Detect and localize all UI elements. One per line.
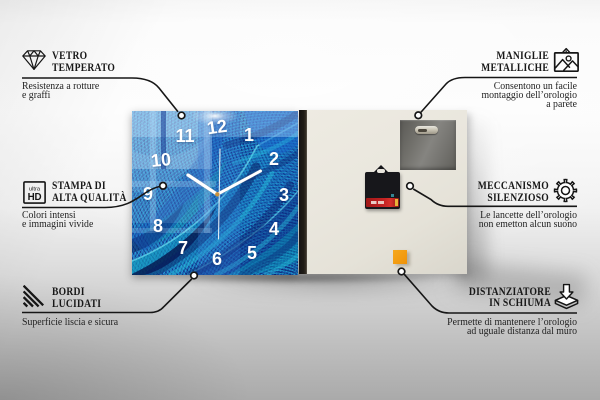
svg-text:HD: HD [28,192,42,203]
svg-text:ultra: ultra [29,186,41,192]
